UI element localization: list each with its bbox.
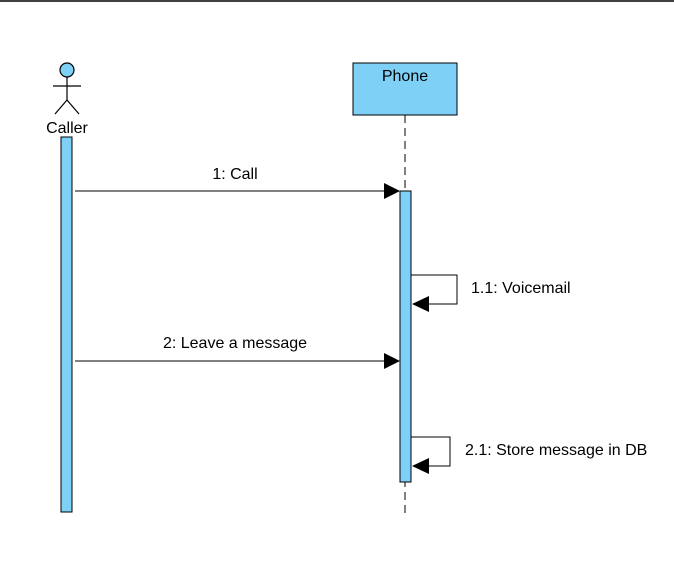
phone-box[interactable] bbox=[352, 62, 458, 116]
message-call[interactable]: 1: Call bbox=[75, 166, 400, 199]
message-leave-a-message-arrowhead bbox=[384, 353, 400, 369]
message-voicemail[interactable]: 1.1: Voicemail bbox=[411, 274, 571, 312]
message-leave-a-message-label: 2: Leave a message bbox=[163, 335, 307, 352]
stick-figure-icon bbox=[53, 62, 81, 115]
message-call-arrowhead bbox=[384, 183, 400, 199]
caller-label: Caller bbox=[46, 120, 88, 137]
message-store-in-db[interactable]: 2.1: Store message in DB bbox=[411, 436, 647, 474]
message-leave-a-message[interactable]: 2: Leave a message bbox=[75, 335, 400, 369]
message-voicemail-label: 1.1: Voicemail bbox=[471, 280, 571, 297]
message-store-in-db-line bbox=[411, 436, 451, 467]
message-voicemail-arrowhead bbox=[412, 296, 429, 312]
message-voicemail-line bbox=[411, 274, 458, 305]
caller-activation-bar bbox=[60, 136, 73, 513]
actor-right-leg bbox=[66, 99, 80, 115]
message-store-in-db-arrowhead bbox=[412, 458, 429, 474]
phone-label: Phone bbox=[382, 68, 428, 85]
actor-head bbox=[59, 62, 75, 78]
message-store-in-db-label: 2.1: Store message in DB bbox=[465, 442, 647, 459]
phone-activation-bar bbox=[399, 190, 412, 483]
message-call-label: 1: Call bbox=[212, 166, 257, 183]
actor-left-leg bbox=[54, 99, 68, 115]
